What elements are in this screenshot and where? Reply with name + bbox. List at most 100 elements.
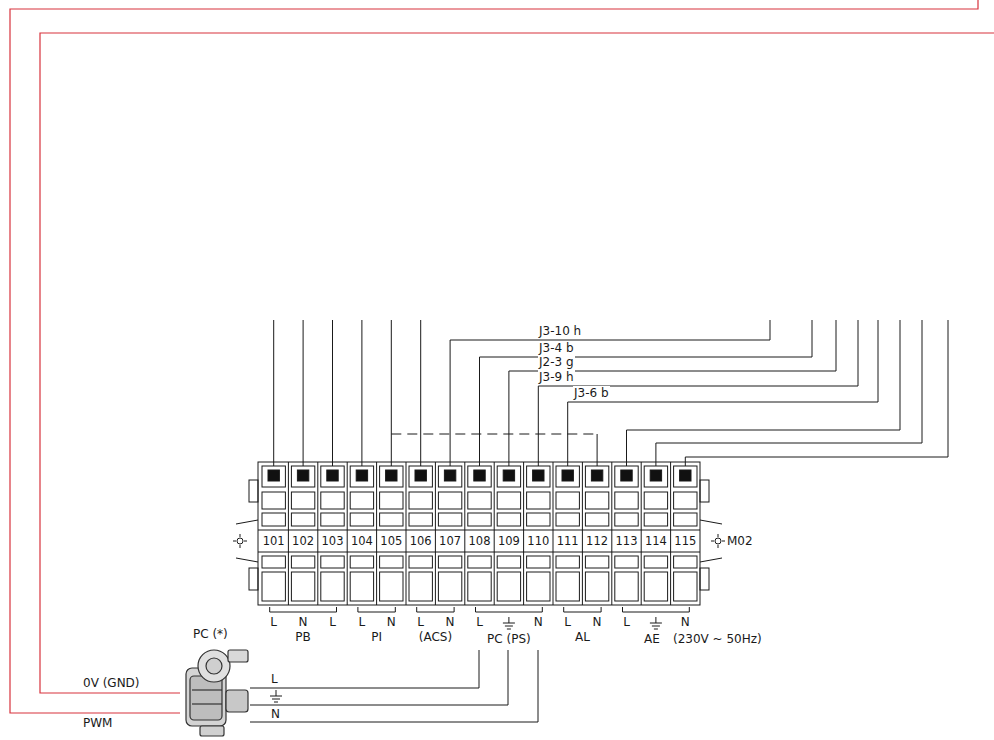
pin-name: L (269, 615, 278, 629)
cell-divider (288, 462, 289, 605)
cell-face (527, 513, 550, 526)
pwm-wire (10, 0, 978, 713)
pin-name: L (270, 672, 279, 686)
terminal-number: 102 (291, 534, 315, 548)
pin-name: N (680, 615, 691, 629)
terminal-wire (450, 320, 770, 466)
cell-face (585, 572, 608, 601)
terminal-number: 112 (585, 534, 609, 548)
terminal-number: 114 (644, 534, 668, 548)
cell-face (644, 572, 667, 601)
screw-head (327, 470, 338, 481)
terminal-number: 113 (615, 534, 639, 548)
cell-face (350, 572, 373, 601)
cell-face (468, 556, 491, 568)
cell-face (380, 556, 403, 568)
connector-ref: J3-4 b (538, 341, 575, 355)
block-name: M02 (726, 534, 754, 548)
ground-symbol (650, 617, 662, 629)
terminal-number: 110 (526, 534, 550, 548)
screw-window (497, 466, 520, 487)
cell-face (380, 572, 403, 601)
cell-face (527, 556, 550, 568)
cell-face (262, 513, 285, 526)
screw-head (562, 470, 573, 481)
cell-face (409, 572, 432, 601)
cell-face (262, 556, 285, 568)
terminal-block (233, 462, 725, 629)
cell-divider (611, 462, 612, 605)
terminal-number: 109 (497, 534, 521, 548)
pin-name: N (445, 615, 456, 629)
cell-face (615, 572, 638, 601)
cell-face (497, 513, 520, 526)
terminal-wire (509, 320, 836, 466)
cell-face (291, 513, 314, 526)
screw-head (356, 470, 367, 481)
cell-face (262, 492, 285, 509)
cell-face (674, 556, 697, 568)
screw-head (621, 470, 632, 481)
block-divider (258, 530, 700, 531)
cell-face (321, 572, 344, 601)
screw-window (262, 466, 285, 487)
cell-face (615, 556, 638, 568)
cell-face (527, 572, 550, 601)
terminal-number: 107 (438, 534, 462, 548)
cell-face (438, 572, 461, 601)
screw-window (291, 466, 314, 487)
pin-name: PI (370, 630, 383, 644)
screw-window (585, 466, 608, 487)
end-clip (249, 480, 258, 502)
terminal-number: 103 (321, 534, 345, 548)
signal-name: PWM (82, 716, 113, 730)
screw-head (444, 470, 455, 481)
cell-face (556, 572, 579, 601)
group-bracket (358, 607, 395, 612)
ground-symbol (270, 690, 282, 702)
cell-face (497, 556, 520, 568)
cell-face (262, 572, 285, 601)
pump-n-wire (250, 650, 538, 722)
screw-head (297, 470, 308, 481)
screw-head (591, 470, 602, 481)
end-cap-line (236, 520, 258, 524)
cell-face (556, 492, 579, 509)
screw-window (438, 466, 461, 487)
terminal-number: 115 (673, 534, 697, 548)
screw-head (386, 470, 397, 481)
terminal-wire (656, 320, 922, 466)
pin-name: L (475, 615, 484, 629)
cell-face (674, 513, 697, 526)
pump-icon (186, 650, 248, 736)
cell-divider (317, 462, 318, 605)
terminal-number: 101 (262, 534, 286, 548)
terminal-wire (685, 320, 948, 466)
terminal-wire (480, 320, 813, 466)
terminal-wire (627, 320, 901, 466)
cell-face (497, 492, 520, 509)
terminal-wire (273, 320, 274, 466)
cell-face (438, 556, 461, 568)
block-divider (258, 552, 700, 553)
signal-name: 0V (GND) (82, 676, 141, 690)
connector-ref: J3-6 b (573, 386, 610, 400)
terminal-wire (332, 320, 333, 466)
screw-head (268, 470, 279, 481)
cell-face (497, 572, 520, 601)
connector-ref: J3-10 h (538, 324, 582, 338)
cell-face (380, 513, 403, 526)
terminal-wire (361, 320, 362, 466)
cell-face (585, 513, 608, 526)
cell-divider (670, 462, 671, 605)
ground-symbol (503, 617, 515, 629)
screw-window (615, 466, 638, 487)
pin-name: AE (643, 632, 661, 646)
cell-divider (435, 462, 436, 605)
terminal-wire (597, 434, 598, 466)
screw-window (409, 466, 432, 487)
group-bracket (476, 607, 543, 612)
group-bracket (270, 607, 337, 612)
screw-head (533, 470, 544, 481)
pin-name: L (622, 615, 631, 629)
